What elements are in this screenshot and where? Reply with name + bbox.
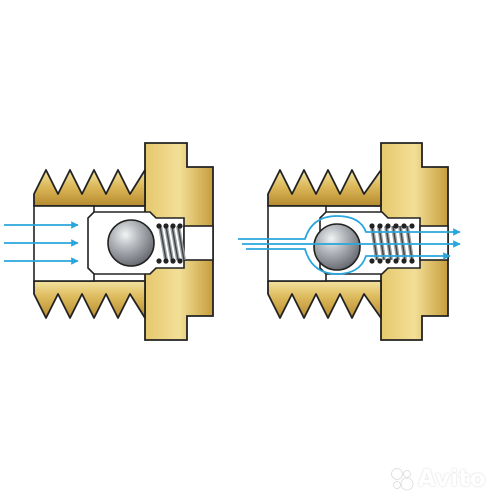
thread-bottom: [33, 280, 146, 319]
valve-open: [238, 142, 461, 341]
spring-coil-ends: [369, 223, 415, 264]
spring-coil-ends: [156, 223, 183, 264]
outlet-bore: [183, 225, 214, 261]
avito-dots-icon: [390, 468, 414, 491]
valve-closed: [4, 142, 214, 341]
spring: [370, 225, 414, 261]
check-ball: [107, 219, 155, 267]
watermark: Avito: [389, 466, 486, 492]
spring: [158, 225, 186, 261]
inflow-arrows: [4, 221, 79, 265]
flow-arrows: [238, 215, 461, 275]
check-ball: [313, 223, 361, 271]
thread-top: [33, 169, 146, 207]
thread-bottom: [267, 280, 382, 319]
thread-top: [267, 169, 382, 207]
watermark-text: Avito: [417, 466, 486, 492]
